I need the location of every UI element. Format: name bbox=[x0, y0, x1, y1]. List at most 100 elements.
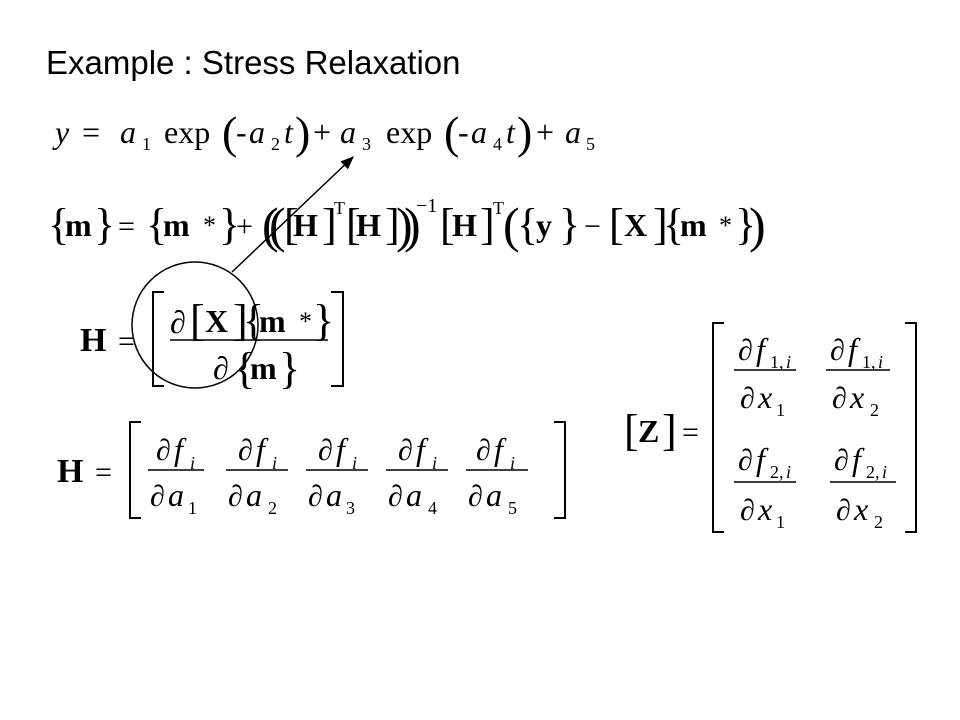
svg-text:f: f bbox=[756, 441, 769, 477]
svg-text:x: x bbox=[757, 379, 772, 415]
svg-text:f: f bbox=[852, 441, 865, 477]
params-equals: = bbox=[95, 456, 112, 489]
svg-text:f: f bbox=[174, 431, 187, 467]
svg-text:a: a bbox=[406, 477, 422, 513]
svg-text:a: a bbox=[326, 477, 342, 513]
params-H: H bbox=[57, 453, 83, 490]
svg-text:∂: ∂ bbox=[740, 494, 755, 527]
svg-text:∂: ∂ bbox=[836, 494, 851, 527]
svg-text:2: 2 bbox=[268, 498, 277, 518]
model-a4: a bbox=[471, 114, 487, 150]
svg-text:2,: 2, bbox=[770, 462, 784, 482]
model-y: y bbox=[52, 114, 70, 150]
svg-text:1,: 1, bbox=[862, 352, 876, 372]
Z-lbracket: [ bbox=[624, 406, 639, 455]
update-X: X bbox=[624, 207, 647, 243]
svg-text:∂: ∂ bbox=[738, 444, 753, 477]
update-lbracket-4: [ bbox=[609, 200, 624, 249]
model-a5: a bbox=[565, 114, 581, 150]
svg-text:f: f bbox=[756, 331, 769, 367]
update-rparen-2: ) bbox=[749, 197, 766, 253]
svg-text:i: i bbox=[510, 453, 515, 473]
update-lbrace-3: { bbox=[517, 200, 538, 249]
svg-text:a: a bbox=[168, 477, 184, 513]
model-sub-4: 4 bbox=[493, 134, 502, 154]
slide-title: Example : Stress Relaxation bbox=[46, 44, 461, 81]
Z-rbracket: ] bbox=[662, 406, 677, 455]
model-sub-5: 5 bbox=[586, 134, 595, 154]
update-equation: { m } = { m * } + ( ( [ H ] T [ H ] ) ) … bbox=[48, 195, 766, 253]
highlight-circle bbox=[131, 261, 259, 389]
update-rbrace-2: } bbox=[219, 200, 240, 249]
update-equals: = bbox=[118, 210, 135, 243]
sens-m: m bbox=[250, 350, 277, 386]
params-col-2: ∂ f i ∂ a 2 bbox=[226, 431, 288, 518]
sens-rbrace-m: } bbox=[279, 344, 300, 393]
Z-cell-2-2: ∂ f 2, i ∂ x 2 bbox=[830, 441, 896, 532]
update-mstar2-star: * bbox=[719, 211, 732, 240]
svg-text:∂: ∂ bbox=[388, 480, 403, 513]
model-equals: = bbox=[82, 114, 100, 150]
Z-letter: Z bbox=[638, 413, 659, 449]
sens-lbrace-m: { bbox=[234, 344, 255, 393]
params-col-1: ∂ f i ∂ a 1 bbox=[148, 431, 204, 518]
model-exp-1: exp bbox=[164, 114, 210, 150]
svg-text:2,: 2, bbox=[866, 462, 880, 482]
svg-text:∂: ∂ bbox=[308, 480, 323, 513]
svg-text:∂: ∂ bbox=[832, 382, 847, 415]
update-T-2: T bbox=[493, 198, 504, 218]
sens-partial-den: ∂ bbox=[213, 350, 229, 386]
sens-rbrace-mstar: } bbox=[313, 296, 334, 345]
sens-left-bracket bbox=[152, 291, 164, 387]
model-t-2: t bbox=[506, 114, 516, 150]
update-H-2: H bbox=[356, 207, 381, 243]
model-a3: a bbox=[340, 114, 356, 150]
svg-text:f: f bbox=[848, 331, 861, 367]
model-sub-1: 1 bbox=[142, 134, 151, 154]
update-rbrace-4: } bbox=[735, 200, 756, 249]
svg-text:x: x bbox=[849, 379, 864, 415]
svg-text:5: 5 bbox=[508, 498, 517, 518]
model-plus-1: + bbox=[313, 114, 331, 150]
model-t-1: t bbox=[284, 114, 294, 150]
svg-text:3: 3 bbox=[346, 498, 355, 518]
model-lparen-2: ( bbox=[444, 107, 459, 158]
model-exp-2: exp bbox=[386, 114, 432, 150]
params-right-bracket bbox=[554, 421, 566, 519]
Z-left-bracket bbox=[712, 322, 724, 533]
svg-text:2: 2 bbox=[870, 400, 879, 420]
update-rbrace-1: } bbox=[94, 200, 115, 249]
params-col-3: ∂ f i ∂ a 3 bbox=[306, 431, 368, 518]
svg-text:∂: ∂ bbox=[830, 334, 845, 367]
sens-mstar-m: m bbox=[259, 303, 286, 339]
update-y: y bbox=[536, 207, 552, 243]
sens-lbrace-mstar: { bbox=[243, 296, 264, 345]
svg-text:∂: ∂ bbox=[318, 434, 333, 467]
update-minus: − bbox=[584, 210, 601, 243]
params-col-5: ∂ f i ∂ a 5 bbox=[466, 431, 528, 518]
svg-text:f: f bbox=[336, 431, 349, 467]
model-equation: y = a 1 exp ( - a 2 t ) + a 3 exp ( - a … bbox=[52, 107, 595, 158]
sensitivity-general: H = ∂ [ X ] { m * } ∂ { m } bbox=[80, 291, 344, 393]
svg-text:∂: ∂ bbox=[834, 444, 849, 477]
svg-text:4: 4 bbox=[428, 498, 437, 518]
svg-text:i: i bbox=[432, 453, 437, 473]
sens-lbracket-X: [ bbox=[190, 296, 205, 345]
model-rparen-2: ) bbox=[517, 107, 532, 158]
svg-text:a: a bbox=[486, 477, 502, 513]
update-rparen-outer: ) bbox=[404, 197, 421, 253]
update-T-1: T bbox=[334, 198, 345, 218]
update-rbracket-1: ] bbox=[322, 200, 337, 249]
model-minus-2: - bbox=[458, 114, 469, 150]
sens-mstar-star: * bbox=[299, 307, 312, 336]
svg-text:∂: ∂ bbox=[476, 434, 491, 467]
svg-text:f: f bbox=[256, 431, 269, 467]
update-mstar2-m: m bbox=[680, 207, 707, 243]
svg-text:f: f bbox=[416, 431, 429, 467]
update-lbracket-2: [ bbox=[346, 200, 361, 249]
update-mstar-m: m bbox=[163, 207, 190, 243]
update-lbrace-2: { bbox=[146, 200, 167, 249]
update-plus: + bbox=[236, 210, 253, 243]
sensitivity-params: H = ∂ f i ∂ a 1 ∂ f i ∂ a 2 ∂ f i bbox=[57, 421, 566, 519]
svg-text:∂: ∂ bbox=[738, 334, 753, 367]
